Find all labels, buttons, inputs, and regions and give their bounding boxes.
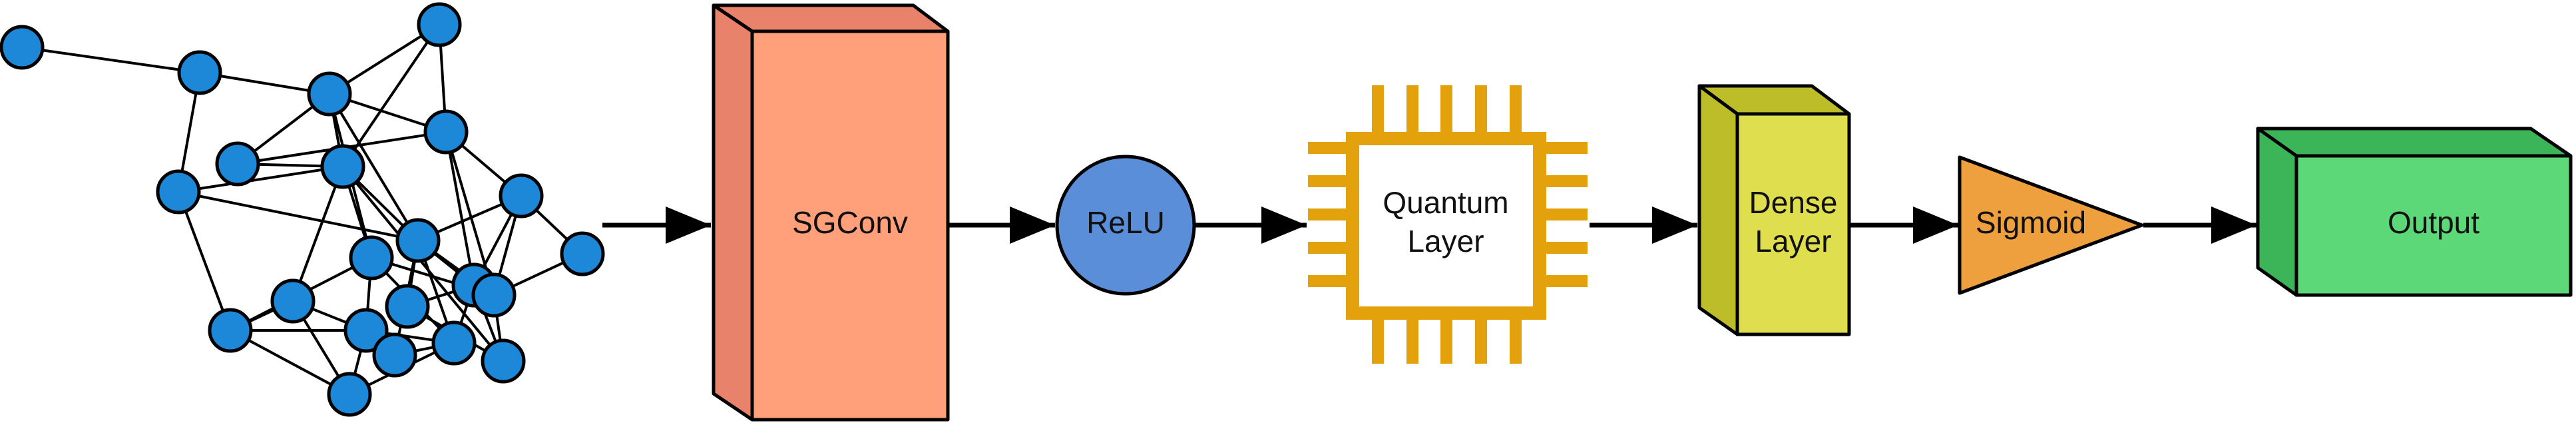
sgconv-block: SGConv xyxy=(712,3,950,422)
graph-edges xyxy=(21,23,584,396)
graph-edge xyxy=(177,191,232,331)
arrowhead xyxy=(2211,207,2256,244)
output-label: Output xyxy=(2388,205,2479,240)
graph-node xyxy=(343,308,389,353)
graph-node xyxy=(215,141,260,187)
graph-node xyxy=(560,231,605,276)
graph-node xyxy=(0,25,45,70)
graph-node xyxy=(307,71,352,117)
graph-edge xyxy=(292,166,344,302)
graph-edge xyxy=(230,329,350,396)
graph-node xyxy=(372,332,417,378)
graph-node xyxy=(423,109,469,155)
graph-edge xyxy=(178,191,419,242)
sgconv-label: SGConv xyxy=(792,205,908,240)
graph-edge xyxy=(341,165,505,362)
output-block: Output xyxy=(2256,127,2573,297)
dense-front-face xyxy=(1735,112,1851,336)
arrow-heads xyxy=(666,207,2256,244)
graph-node xyxy=(499,173,544,218)
dense-label-line1: Dense xyxy=(1749,185,1838,220)
arrowhead xyxy=(1261,207,1307,244)
output-top-face xyxy=(2256,127,2573,158)
sgconv-front-face xyxy=(750,29,950,422)
graph-node xyxy=(270,278,316,324)
graph-node xyxy=(349,235,394,280)
relu-circle xyxy=(1055,155,1196,296)
sgconv-side-face xyxy=(712,3,754,422)
graph-nodes xyxy=(0,2,605,417)
output-side-face xyxy=(2256,127,2298,297)
chip-body xyxy=(1346,132,1546,320)
arrowhead xyxy=(1010,207,1055,244)
graph-node xyxy=(156,169,201,214)
graph-edge xyxy=(445,131,475,286)
arrowhead xyxy=(666,207,711,244)
sigmoid-block: Sigmoid xyxy=(1958,155,2144,295)
graph-node xyxy=(320,144,365,189)
quantum-label-line2: Layer xyxy=(1407,224,1484,258)
graph-node xyxy=(431,320,477,366)
graph-node xyxy=(481,338,526,384)
arrowhead xyxy=(1652,207,1697,244)
graph-node xyxy=(177,50,222,95)
arrowhead xyxy=(1913,207,1958,244)
graph-edge xyxy=(328,93,419,242)
dense-layer-block: Dense Layer xyxy=(1697,84,1851,336)
graph-node xyxy=(471,272,517,318)
graph-edge xyxy=(178,165,343,193)
relu-label: ReLU xyxy=(1086,205,1165,240)
graph-node xyxy=(385,284,430,329)
graph-node xyxy=(395,218,441,263)
quantum-layer-chip: Quantum Layer xyxy=(1308,85,1588,364)
relu-block: ReLU xyxy=(1055,155,1196,296)
quantum-label-line1: Quantum xyxy=(1383,185,1508,220)
graph-node xyxy=(208,308,253,353)
sigmoid-triangle xyxy=(1958,155,2144,295)
dense-side-face xyxy=(1697,84,1739,336)
sigmoid-label: Sigmoid xyxy=(1976,205,2086,240)
dense-label-line2: Layer xyxy=(1755,224,1831,258)
graph-edge xyxy=(21,46,200,74)
output-front-face xyxy=(2294,154,2573,297)
graph-node xyxy=(327,372,372,417)
graph-node xyxy=(417,2,462,47)
input-graph xyxy=(0,2,605,417)
